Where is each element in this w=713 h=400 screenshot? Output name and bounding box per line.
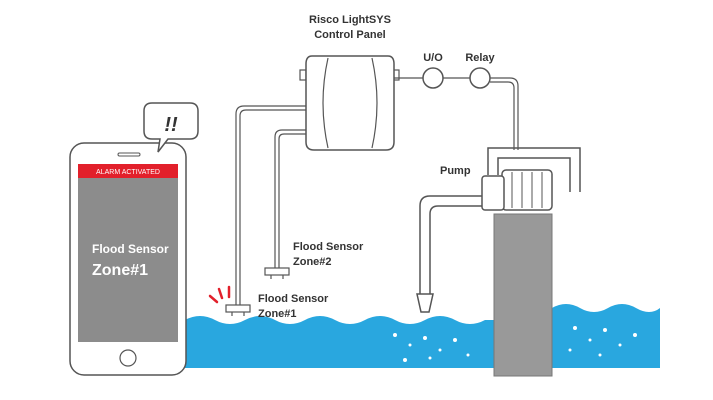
panel-title-line1: Risco LightSYS: [309, 14, 391, 26]
water-surface: [185, 316, 495, 368]
panel-face: [322, 57, 378, 149]
water-surface-right: [552, 304, 660, 368]
sensor-zone2-label-line2: Zone#2: [293, 256, 332, 268]
sensor-zone1-prongs: [231, 312, 245, 316]
flood-sensor-zone1: Flood Sensor Zone#1: [208, 285, 329, 320]
wire-zone1: [235, 105, 306, 305]
io-circle: [422, 67, 444, 89]
panel-body: [305, 55, 395, 151]
wire-relay-pump: [490, 77, 519, 150]
relay-module: Relay: [465, 52, 496, 89]
phone-screen-line1: Flood Sensor: [92, 242, 169, 256]
pump-label: Pump: [440, 165, 471, 177]
sensor-zone2-body: [264, 267, 290, 276]
water: [185, 304, 660, 368]
phone-screen: [78, 164, 178, 342]
wire-zone2-b: [278, 133, 306, 268]
wire-zone1-b: [239, 109, 306, 305]
water-bubbles: [393, 326, 637, 362]
wire-zone2: [274, 129, 306, 268]
relay-circle: [469, 67, 491, 89]
wire-relay-pump-2: [490, 81, 515, 150]
alert-bubble: !!: [143, 102, 199, 153]
smartphone: ALARM ACTIVATED Flood Sensor Zone#1: [69, 142, 187, 376]
sensor-zone2-label-line1: Flood Sensor: [293, 241, 364, 253]
wires: [235, 77, 519, 305]
phone-screen-line2: Zone#1: [92, 262, 148, 279]
motor-fins: [511, 172, 543, 208]
pump-column: [493, 213, 553, 377]
alarm-banner: [78, 164, 178, 178]
sensor-zone2-prongs: [270, 275, 284, 279]
io-label: U/O: [423, 52, 443, 64]
pump-unit: Pump: [440, 147, 581, 377]
phone-home-button[interactable]: [119, 349, 137, 367]
alarm-banner-text: ALARM ACTIVATED: [96, 169, 160, 176]
flood-sensor-zone2: Flood Sensor Zone#2: [264, 241, 364, 279]
bubble-text: !!: [164, 114, 178, 136]
panel-title-line2: Control Panel: [314, 29, 386, 41]
intake-hose-pipe: [419, 195, 484, 294]
sensor-zone1-body: [225, 304, 251, 313]
control-panel: Risco LightSYS Control Panel: [299, 14, 400, 151]
intake-hose: [416, 195, 484, 313]
panel-side-tab: [299, 69, 307, 81]
intake-strainer: [416, 293, 434, 313]
pump-motor: [501, 169, 553, 211]
sensor-zone1-label-line2: Zone#1: [258, 308, 297, 320]
io-module: U/O: [422, 52, 444, 89]
discharge-pipe: [487, 147, 581, 192]
sensor-zone1-label-line1: Flood Sensor: [258, 293, 329, 305]
bubble-shape: [143, 102, 199, 153]
pump-head: [481, 175, 505, 211]
relay-label: Relay: [465, 52, 495, 64]
phone-speaker: [117, 152, 141, 157]
alarm-indicator-icon: [208, 285, 231, 304]
